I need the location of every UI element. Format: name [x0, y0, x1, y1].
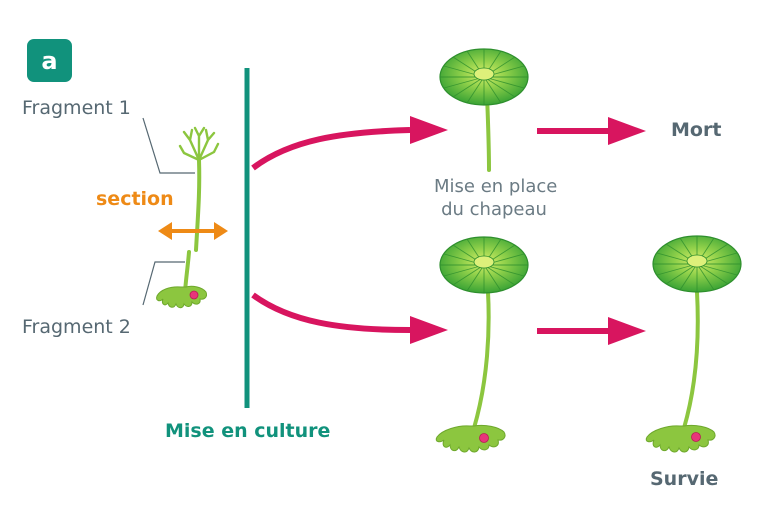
alga-with-cap-top: [439, 48, 529, 172]
small-alga-fragment2: [156, 250, 207, 309]
arrow-to-death: [537, 117, 646, 145]
fragment1-leader-line: [142, 117, 195, 174]
survival-label: Survie: [650, 468, 719, 490]
cap-formation-label: Mise en place du chapeau: [434, 176, 558, 221]
cap-formation-line2: du chapeau: [441, 198, 547, 220]
death-label: Mort: [671, 119, 722, 141]
curved-arrow-to-fragment2-culture: [251, 292, 448, 344]
section-label: section: [96, 188, 174, 210]
arrow-to-survival: [537, 317, 646, 345]
fragment2-label: Fragment 2: [22, 316, 131, 338]
fragment2-leader-line: [142, 261, 185, 306]
cap-formation-line1: Mise en place: [434, 176, 558, 197]
curved-arrow-to-fragment1-culture: [251, 116, 448, 171]
culture-label: Mise en culture: [165, 420, 331, 442]
alga-with-cap-bottom-left: [435, 236, 529, 453]
alga-survival: [645, 235, 742, 453]
small-alga-fragment1: [178, 126, 220, 252]
fragment1-label: Fragment 1: [22, 97, 131, 119]
section-double-arrow: [158, 222, 228, 240]
panel-letter-badge: a: [27, 39, 72, 82]
